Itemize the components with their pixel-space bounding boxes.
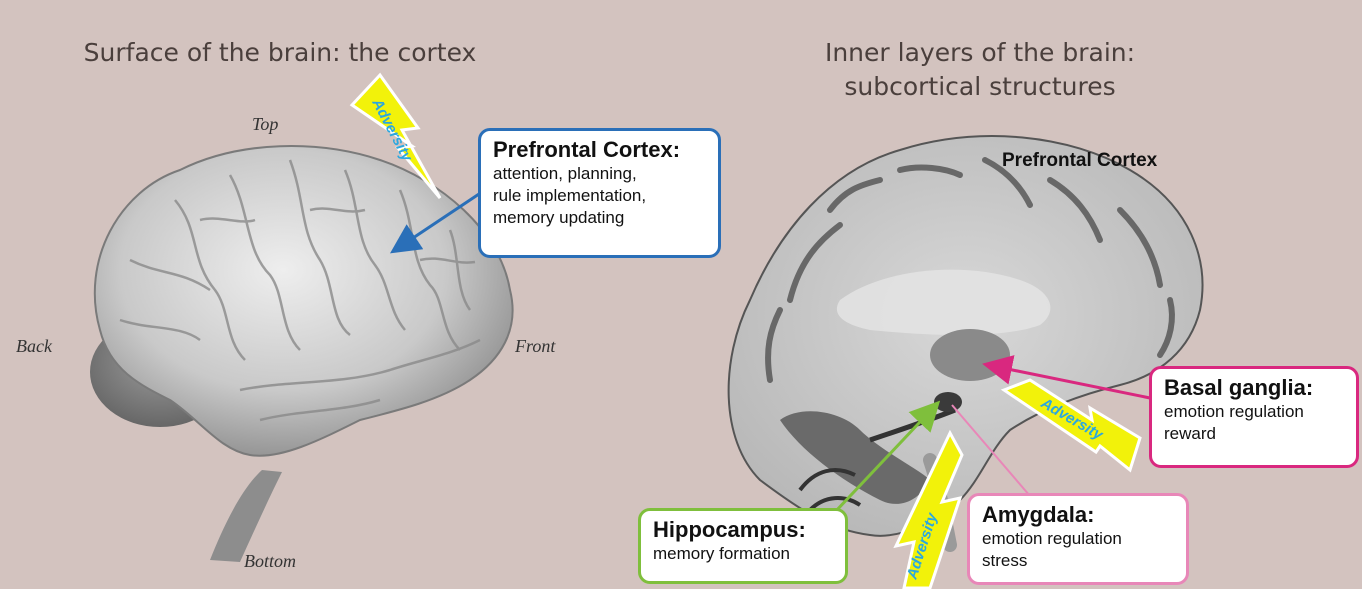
amygdala-region xyxy=(934,392,962,412)
orientation-bottom: Bottom xyxy=(244,551,296,572)
amygdala-title: Amygdala: xyxy=(982,502,1174,528)
amygdala-callout: Amygdala: emotion regulation stress xyxy=(967,493,1189,585)
amygdala-line1: emotion regulation xyxy=(982,528,1174,550)
lateral-brain xyxy=(90,146,513,562)
orientation-back: Back xyxy=(16,336,52,357)
cortex-title: Surface of the brain: the cortex xyxy=(60,36,500,70)
orientation-front: Front xyxy=(515,336,555,357)
prefrontal-inner-label: Prefrontal Cortex xyxy=(1002,150,1157,172)
basal-ganglia-title: Basal ganglia: xyxy=(1164,375,1344,401)
basal-ganglia-region xyxy=(930,329,1010,381)
cortex-title-text: Surface of the brain: the cortex xyxy=(84,38,477,67)
hippocampus-line1: memory formation xyxy=(653,543,833,565)
hippocampus-callout: Hippocampus: memory formation xyxy=(638,508,848,584)
prefrontal-line1: attention, planning, xyxy=(493,163,706,185)
basal-ganglia-callout: Basal ganglia: emotion regulation reward xyxy=(1149,366,1359,468)
hippocampus-title: Hippocampus: xyxy=(653,517,833,543)
subcortical-title: Inner layers of the brain: subcortical s… xyxy=(770,36,1190,104)
prefrontal-callout: Prefrontal Cortex: attention, planning, … xyxy=(478,128,721,258)
amygdala-line2: stress xyxy=(982,550,1174,572)
subcortical-title-line1: Inner layers of the brain: xyxy=(770,36,1190,70)
orientation-top: Top xyxy=(252,114,278,135)
subcortical-title-line2: subcortical structures xyxy=(770,70,1190,104)
basal-ganglia-line1: emotion regulation xyxy=(1164,401,1344,423)
prefrontal-line3: memory updating xyxy=(493,207,706,229)
basal-ganglia-line2: reward xyxy=(1164,423,1344,445)
prefrontal-title: Prefrontal Cortex: xyxy=(493,137,706,163)
sagittal-brain xyxy=(729,136,1203,545)
prefrontal-line2: rule implementation, xyxy=(493,185,706,207)
